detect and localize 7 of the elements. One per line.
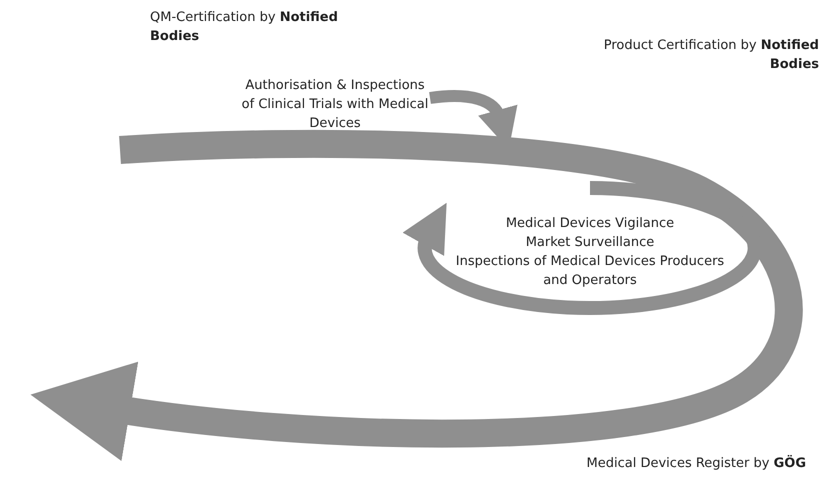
- clinical-trials-note: Authorisation & Inspections of Clinical Trials with Medical Devices: [240, 77, 430, 133]
- inspections-text: Inspections of Medical Devices Producers and Operators: [454, 253, 726, 290]
- certification-note: QM-Certification by Notified Bodies: [150, 9, 339, 46]
- certification-note: Product Certification by Notified Bodies: [602, 37, 819, 74]
- surveillance-text: Market Surveillance: [524, 234, 656, 252]
- register-note: Medical Devices Register by GÖG: [586, 454, 806, 473]
- vigilance-text: Medical Devices Vigilance: [504, 215, 676, 233]
